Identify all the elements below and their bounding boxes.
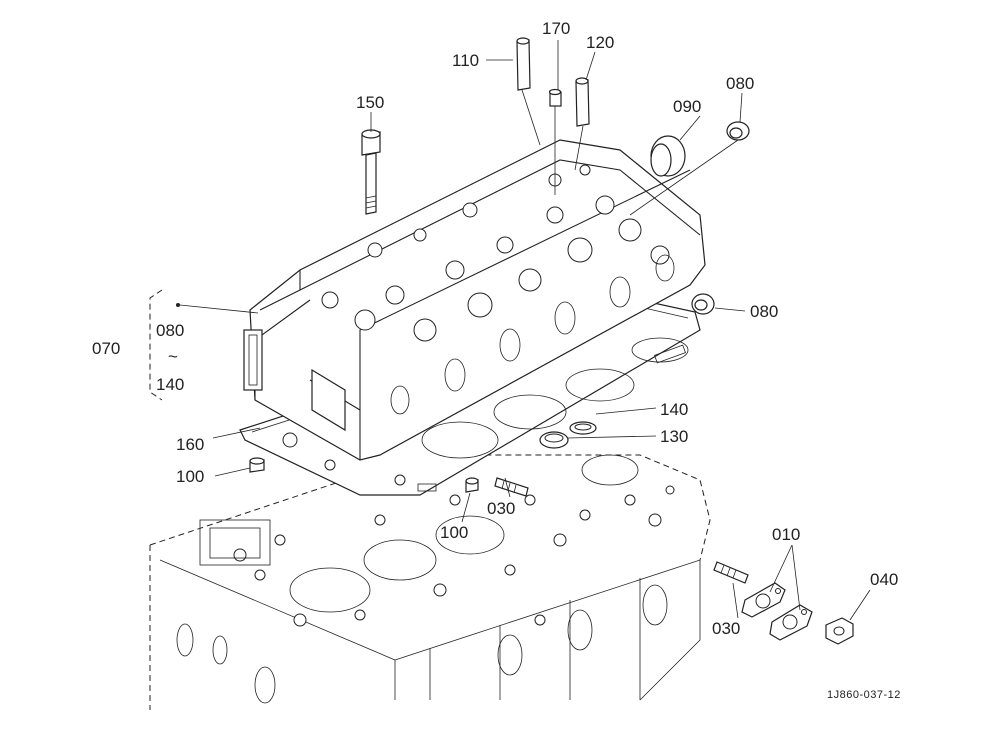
group-label-070: 070	[92, 339, 120, 358]
label-100-left: 100	[176, 467, 204, 486]
valve-guide-120	[575, 77, 590, 127]
label-080-top: 080	[726, 74, 754, 93]
part-labels: 150 110 170 120 090 080 080 140 130 160 …	[92, 19, 901, 701]
label-080-right: 080	[750, 302, 778, 321]
label-100-center: 100	[440, 523, 468, 542]
label-010: 010	[772, 525, 800, 544]
plug-080-top	[726, 121, 750, 141]
head-bolt-150	[361, 129, 381, 215]
label-140: 140	[660, 400, 688, 419]
valve-guide-110	[516, 37, 531, 91]
leader-lines	[176, 40, 871, 621]
group-bracket	[149, 289, 163, 401]
plug-090	[650, 135, 686, 177]
group-range-from: 080	[156, 321, 184, 340]
dowel-100-center	[465, 477, 479, 493]
cylinder-block	[149, 454, 711, 710]
label-170: 170	[542, 19, 570, 38]
block-bores	[289, 454, 639, 613]
gasket-010-b	[769, 604, 813, 641]
ring-140	[569, 421, 597, 435]
label-150: 150	[356, 93, 384, 112]
stud-030-upper	[494, 477, 529, 497]
plug-080-right	[691, 293, 715, 315]
gasket-010-a	[741, 582, 786, 618]
label-130: 130	[660, 427, 688, 446]
dowel-100-left	[249, 457, 265, 473]
label-110: 110	[452, 51, 479, 70]
label-040: 040	[870, 570, 898, 589]
label-030-lower: 030	[712, 619, 740, 638]
block-side-ports	[176, 519, 668, 704]
label-090: 090	[673, 97, 701, 116]
label-030-upper: 030	[487, 499, 515, 518]
figure-code: 1J860-037-12	[827, 689, 901, 701]
cylinder-head	[243, 139, 706, 461]
group-range-to: 140	[156, 375, 184, 394]
label-160: 160	[176, 435, 204, 454]
stem-seal-170	[548, 88, 562, 107]
nut-040	[825, 617, 854, 645]
group-range-tilde: ~	[168, 347, 178, 366]
ring-130	[539, 431, 569, 449]
head-valve-ports	[321, 164, 670, 342]
block-small-holes	[233, 485, 675, 627]
label-120: 120	[586, 33, 614, 52]
stud-030-lower	[713, 561, 749, 584]
head-side-ports	[390, 254, 675, 415]
